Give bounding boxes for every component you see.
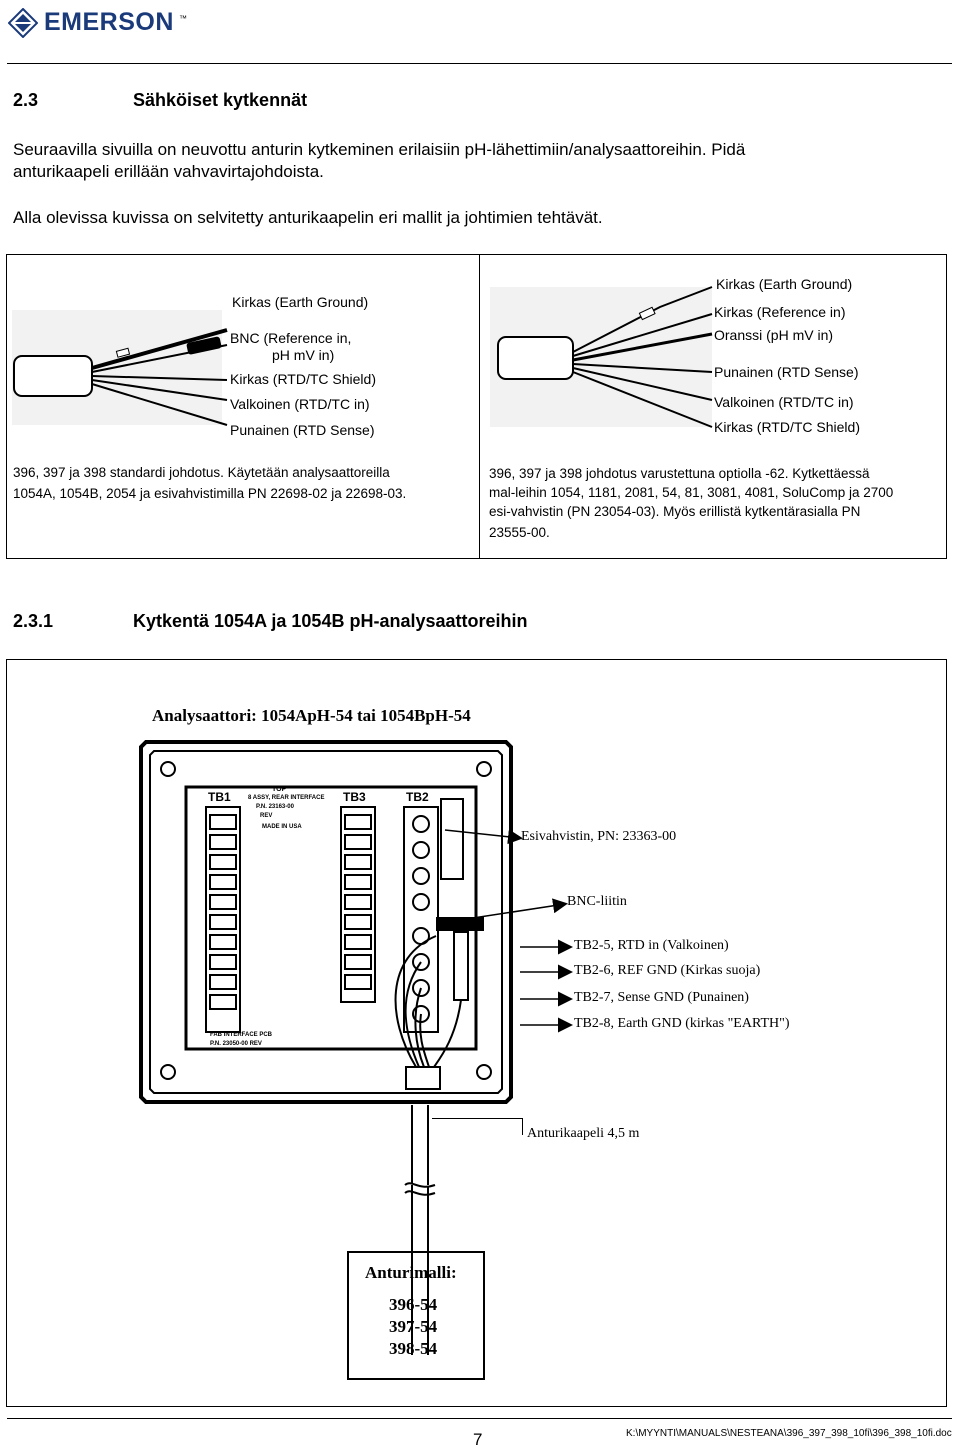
wiring-diagram-frame bbox=[6, 659, 947, 1407]
cable-right-label-5: Valkoinen (RTD/TC in) bbox=[714, 394, 854, 410]
cable-left-drawing bbox=[12, 310, 228, 426]
board-bottom-label-2: P.N. 23050-00 REV bbox=[210, 1041, 262, 1047]
emerson-logo-mark-icon bbox=[8, 8, 38, 38]
cable-right-label-6: Kirkas (RTD/TC Shield) bbox=[714, 419, 860, 435]
sensor-model-title: Anturimalli: bbox=[365, 1263, 457, 1282]
subsection-number: 2.3.1 bbox=[13, 611, 54, 631]
board-tb1-label: TB1 bbox=[208, 790, 231, 804]
paragraph-2: Alla olevissa kuvissa on selvitetty antu… bbox=[13, 208, 603, 227]
callout-arrow-preamp bbox=[444, 829, 523, 845]
cable-right-label-3: Oranssi (pH mV in) bbox=[714, 327, 834, 343]
cable-figures-divider bbox=[479, 254, 480, 558]
paragraph-1-line-1: Seuraavilla sivuilla on neuvottu anturin… bbox=[13, 140, 746, 159]
sensor-model-2: 397-54 bbox=[389, 1317, 438, 1336]
callout-tb2-8: TB2-8, Earth GND (kirkas "EARTH") bbox=[574, 1016, 790, 1031]
board-pn-label: P.N. 23163-00 bbox=[256, 804, 294, 810]
cable-left-label-1: Kirkas (Earth Ground) bbox=[232, 294, 369, 310]
sensor-model-box bbox=[347, 1251, 485, 1380]
cable-right-caption-line-4: 23555-00. bbox=[489, 525, 550, 540]
cable-right-caption-line-1: 396, 397 ja 398 johdotus varustettuna op… bbox=[489, 466, 870, 481]
callout-tb2-5: TB2-5, RTD in (Valkoinen) bbox=[574, 938, 729, 953]
callout-arrow-bnc bbox=[459, 898, 568, 921]
cable-right-caption-line-3: esi-vahvistin (PN 23054-03). Myös erilli… bbox=[489, 504, 861, 519]
subsection-title: Kytkentä 1054A ja 1054B pH-analysaattore… bbox=[133, 611, 528, 631]
section-title: Sähköiset kytkennät bbox=[133, 90, 308, 110]
callout-preamp: Esivahvistin, PN: 23363-00 bbox=[521, 829, 677, 844]
board-tb2-label: TB2 bbox=[406, 790, 429, 804]
footer-rule bbox=[7, 1418, 952, 1419]
sensor-cable-drawing bbox=[404, 1105, 436, 1355]
paragraph-1-line-2: anturikaapeli erillään vahvavirtajohdois… bbox=[13, 162, 324, 181]
board-top-label: TOP bbox=[272, 786, 287, 793]
cable-figures-frame bbox=[6, 254, 947, 559]
cable-right-caption-line-2: mal-leihin 1054, 1181, 2081, 54, 81, 308… bbox=[489, 485, 894, 500]
emerson-logo: EMERSON ™ bbox=[8, 6, 193, 40]
cable-callout-bracket bbox=[432, 1118, 523, 1135]
cable-right-drawing bbox=[490, 286, 713, 428]
cable-right-label-1: Kirkas (Earth Ground) bbox=[716, 276, 853, 292]
callout-tb2-6: TB2-6, REF GND (Kirkas suoja) bbox=[574, 963, 761, 978]
section-number: 2.3 bbox=[13, 90, 39, 110]
cable-left-label-3: pH mV in) bbox=[272, 347, 335, 363]
cable-right-label-4: Punainen (RTD Sense) bbox=[714, 364, 859, 380]
cable-right-label-2: Kirkas (Reference in) bbox=[714, 304, 846, 320]
cable-left-jacket bbox=[13, 355, 93, 397]
cable-left-label-5: Valkoinen (RTD/TC in) bbox=[230, 396, 370, 412]
sensor-model-3: 398-54 bbox=[389, 1339, 438, 1358]
logo-trademark: ™ bbox=[179, 14, 187, 23]
board-assy-label: 8 ASSY, REAR INTERFACE bbox=[248, 795, 325, 801]
cable-right-jacket bbox=[497, 336, 574, 380]
board-made-label: MADE IN USA bbox=[262, 824, 302, 830]
diagram-title: Analysaattori: 1054ApH-54 tai 1054BpH-54 bbox=[152, 706, 471, 725]
cable-left-label-6: Punainen (RTD Sense) bbox=[230, 422, 375, 438]
page-number: 7 bbox=[473, 1430, 483, 1449]
board-bottom-label-1: FAB INTERFACE PCB bbox=[210, 1032, 273, 1038]
header-rule bbox=[7, 63, 952, 64]
callout-bnc: BNC-liitin bbox=[567, 894, 627, 909]
cable-left-caption-line-1: 396, 397 ja 398 standardi johdotus. Käyt… bbox=[13, 465, 390, 480]
footer-file-path: K:\MYYNTI\MANUALS\NESTEANA\396_397_398_1… bbox=[626, 1428, 952, 1439]
logo-text: EMERSON bbox=[44, 8, 174, 36]
cable-left-caption-line-2: 1054A, 1054B, 2054 ja esivahvistimilla P… bbox=[13, 486, 407, 501]
board-rev-label: REV bbox=[260, 813, 273, 819]
board-tb3-label: TB3 bbox=[343, 790, 366, 804]
analyzer-enclosure-drawing bbox=[139, 740, 513, 1104]
callout-tb2-7: TB2-7, Sense GND (Punainen) bbox=[574, 990, 749, 1005]
callout-arrows bbox=[444, 829, 573, 1033]
sensor-model-1: 396-54 bbox=[389, 1295, 438, 1314]
cable-left-label-4: Kirkas (RTD/TC Shield) bbox=[230, 371, 376, 387]
cable-left-label-2: BNC (Reference in, bbox=[230, 330, 352, 346]
callout-cable: Anturikaapeli 4,5 m bbox=[527, 1126, 640, 1141]
